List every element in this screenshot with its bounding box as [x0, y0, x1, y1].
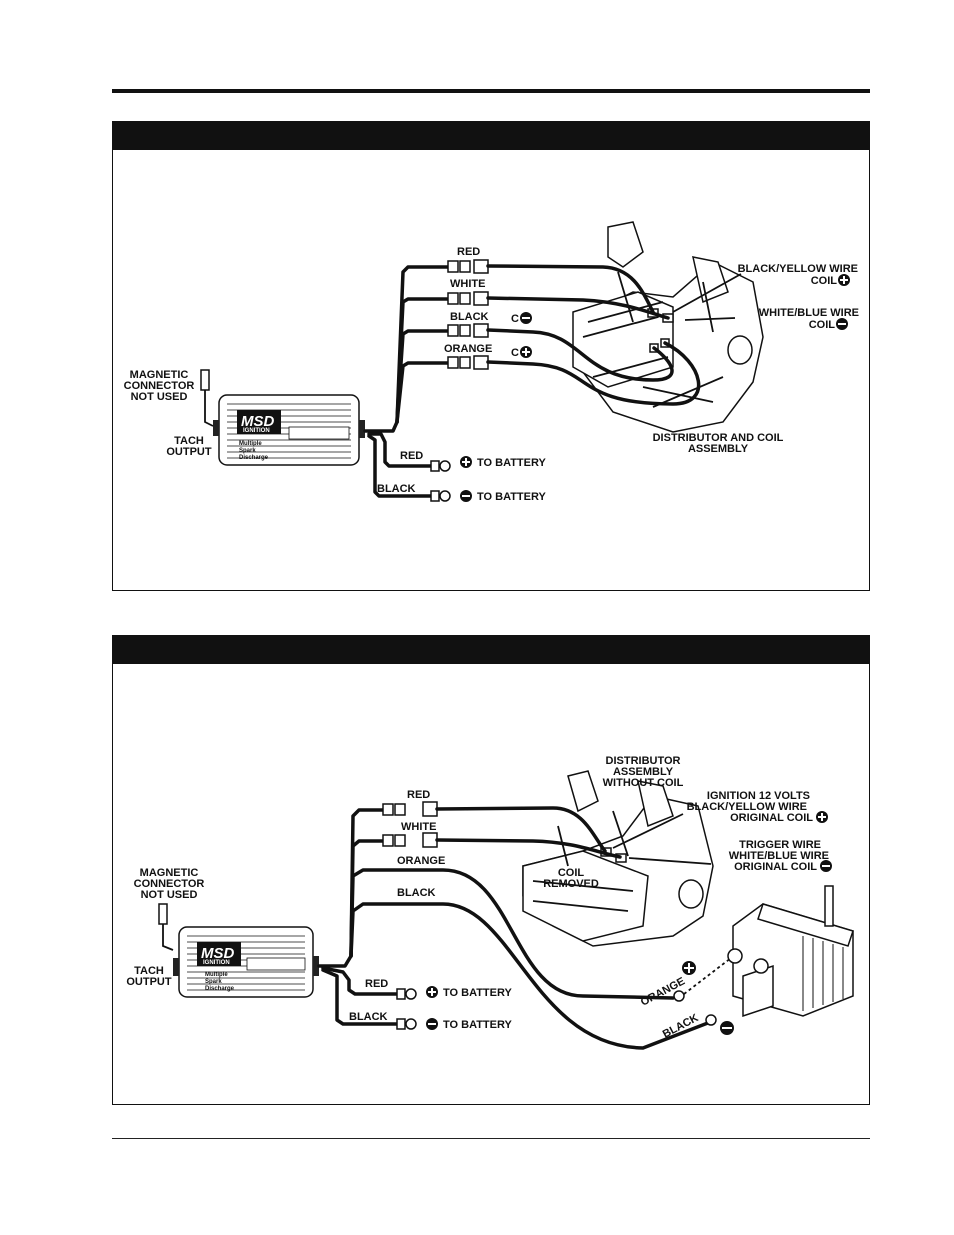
- f2-magnetic-label-1: MAGNETIC: [140, 867, 199, 879]
- dist-label-1: DISTRIBUTOR AND COIL: [653, 432, 784, 444]
- black-yellow-wire-label: BLACK/YELLOW WIRE: [738, 263, 858, 275]
- by-coil-label: COIL: [811, 275, 838, 287]
- to-battery-pos: TO BATTERY: [477, 457, 547, 469]
- battery-wires: [367, 432, 451, 502]
- f2-to-battery-pos: TO BATTERY: [443, 987, 513, 999]
- to-battery-neg: TO BATTERY: [477, 491, 547, 503]
- label-orange: ORANGE: [444, 343, 492, 355]
- figure-1-svg: MSD IGNITION Multiple Spark Discharge: [124, 221, 859, 503]
- trig-label-1: TRIGGER WIRE: [739, 839, 821, 851]
- box2-text-spark: Spark: [205, 979, 222, 985]
- coil-plus-icon: [682, 961, 696, 975]
- f2-dist-label-2: ASSEMBLY: [613, 766, 674, 778]
- trig-label-3: ORIGINAL COIL: [734, 861, 817, 873]
- ign-label-2: BLACK/YELLOW WIRE: [687, 801, 807, 813]
- f2-label-black: BLACK: [397, 887, 436, 899]
- msd-logo-sub: IGNITION: [243, 428, 270, 434]
- bottom-rule: [112, 1138, 870, 1139]
- minus-icon: [520, 312, 532, 324]
- f2-label-red: RED: [407, 789, 430, 801]
- distributor-assembly-without-coil: [522, 770, 714, 947]
- box-text-discharge: Discharge: [239, 455, 269, 461]
- label-white: WHITE: [450, 278, 485, 290]
- ign-label-1: IGNITION 12 VOLTS: [707, 790, 810, 802]
- msd-coil: [727, 885, 854, 1018]
- magnetic-connector-2: [158, 903, 174, 951]
- battery-plus-icon: [460, 456, 472, 468]
- battery-wires-2: [321, 966, 417, 1030]
- battery-minus-icon: [460, 490, 472, 502]
- f2-to-battery-neg: TO BATTERY: [443, 1019, 513, 1031]
- box-text-spark: Spark: [239, 448, 256, 454]
- trig-minus-icon: [820, 860, 832, 872]
- msd-logo-text-2: MSD: [201, 945, 235, 962]
- label-c-plus: C: [511, 347, 519, 359]
- box-text-multiple: Multiple: [239, 441, 262, 447]
- f2-dist-label-1: DISTRIBUTOR: [606, 755, 681, 767]
- msd-logo-2: [197, 942, 241, 966]
- f2-tach-label-2: OUTPUT: [126, 976, 172, 988]
- msd-logo: [237, 410, 281, 434]
- wb-coil-minus-icon: [836, 318, 848, 330]
- box2-text-discharge: Discharge: [205, 986, 235, 992]
- ign-label-3: ORIGINAL COIL: [730, 812, 813, 824]
- f2-tach-label-1: TACH: [134, 965, 164, 977]
- figure-2-wiring-diagram: MSD IGNITION Multiple Spark Discharge: [112, 635, 870, 1105]
- f2-magnetic-label-3: NOT USED: [141, 889, 198, 901]
- msd-ignition-box-2: MSD IGNITION Multiple Spark Discharge: [173, 926, 319, 998]
- label-black: BLACK: [450, 311, 489, 323]
- battery-label-black: BLACK: [377, 483, 416, 495]
- figure-2-svg: MSD IGNITION Multiple Spark Discharge: [126, 755, 854, 1050]
- f2-label-orange: ORANGE: [397, 855, 445, 867]
- msd-logo-sub-2: IGNITION: [203, 960, 230, 966]
- by-coil-plus-icon: [838, 274, 850, 286]
- coil-removed-label-2: REMOVED: [543, 878, 599, 890]
- battery-label-red: RED: [400, 450, 423, 462]
- f2-battery-label-black: BLACK: [349, 1011, 388, 1023]
- distributor-coil-assembly: [572, 221, 764, 433]
- wb-coil-label: COIL: [809, 319, 836, 331]
- box2-text-multiple: Multiple: [205, 972, 228, 978]
- msd-ignition-box: MSD IGNITION Multiple Spark Discharge: [213, 394, 365, 466]
- magnetic-label-3: NOT USED: [131, 391, 188, 403]
- f2-magnetic-label-2: CONNECTOR: [134, 878, 205, 890]
- ign-plus-icon: [816, 811, 828, 823]
- f2-dist-label-3: WITHOUT COIL: [603, 777, 684, 789]
- figure-1-header-bar: [113, 122, 869, 150]
- figure-1-wiring-diagram: MSD IGNITION Multiple Spark Discharge: [112, 121, 870, 591]
- coil-removed-label-1: COIL: [558, 867, 585, 879]
- top-rule: [112, 89, 870, 93]
- f2-label-white: WHITE: [401, 821, 436, 833]
- leader-lines-2: [612, 813, 712, 865]
- dist-label-2: ASSEMBLY: [688, 443, 749, 455]
- tach-label-2: OUTPUT: [166, 446, 212, 458]
- coil-minus-icon: [720, 1021, 734, 1035]
- magnetic-label-2: CONNECTOR: [124, 380, 195, 392]
- figure-2-header-bar: [113, 636, 869, 664]
- label-red: RED: [457, 246, 480, 258]
- wire-harness-2: [317, 801, 732, 1050]
- label-c-minus: C: [511, 313, 519, 325]
- wire-harness: [363, 259, 701, 433]
- tach-label-1: TACH: [174, 435, 204, 447]
- magnetic-label-1: MAGNETIC: [130, 369, 189, 381]
- trig-label-2: WHITE/BLUE WIRE: [729, 850, 829, 862]
- f2-battery-label-red: RED: [365, 978, 388, 990]
- white-blue-wire-label: WHITE/BLUE WIRE: [759, 307, 859, 319]
- plus-icon: [520, 346, 532, 358]
- f2-battery-minus-icon: [426, 1018, 438, 1030]
- f2-battery-plus-icon: [426, 986, 438, 998]
- magnetic-connector: [200, 369, 214, 427]
- leader-lines-1: [672, 273, 742, 321]
- msd-logo-text: MSD: [241, 413, 275, 430]
